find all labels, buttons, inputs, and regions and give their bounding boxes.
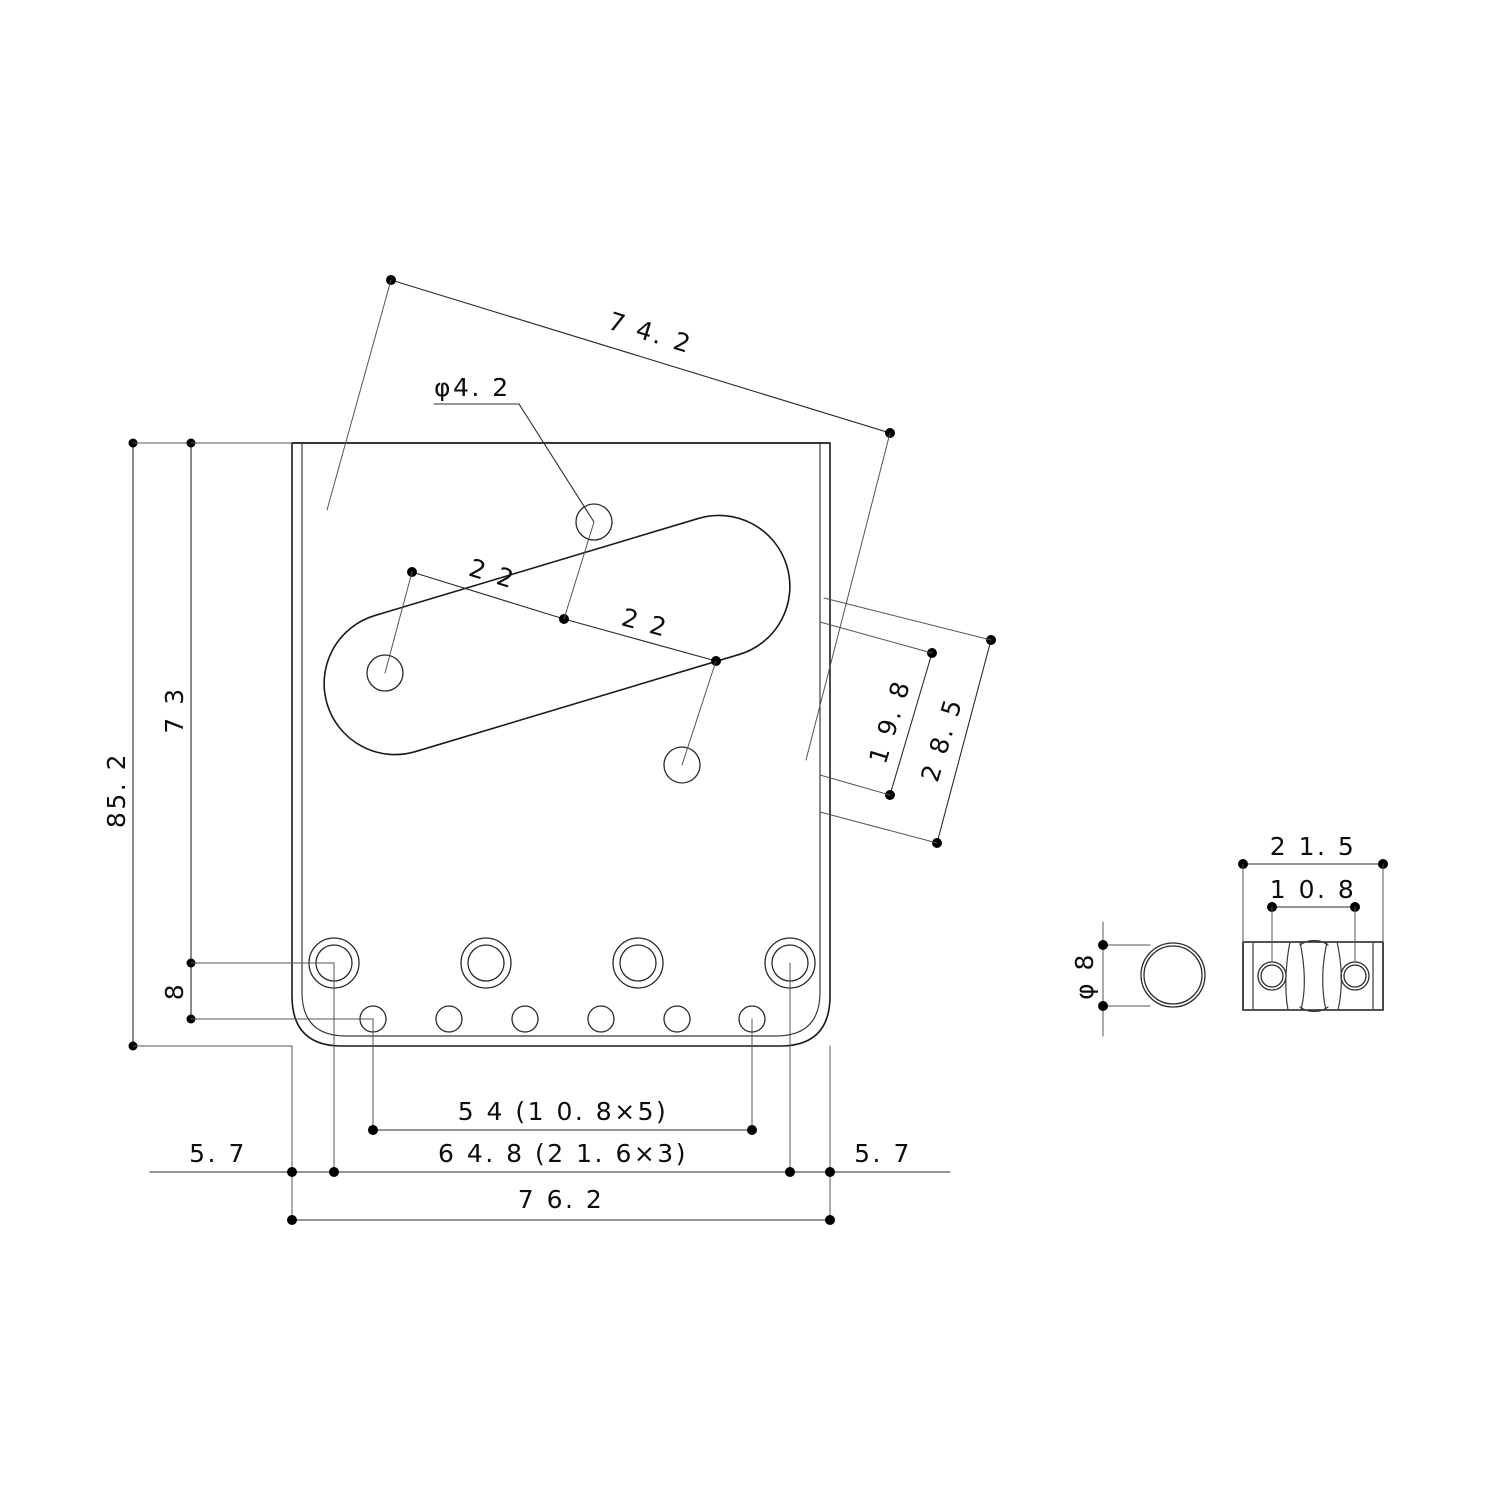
dim-85-2-label: 85. 2 xyxy=(102,752,131,828)
dimension-saddle-spacing: 6 4. 8 (2 1. 6×3) 5. 7 5. 7 xyxy=(149,1139,951,1177)
dim-76-2-label: 7 6. 2 xyxy=(518,1185,605,1214)
dim-5-7-left-label: 5. 7 xyxy=(189,1139,247,1168)
pickup-hole-lower-right xyxy=(663,746,701,784)
pickup-hole-upper-icon xyxy=(575,503,613,541)
large-hole-3-outer xyxy=(612,937,664,989)
saddle-end-view: φ 8 xyxy=(1070,921,1206,1037)
saddle-groove-left-b xyxy=(1299,941,1305,1011)
dim-5-7-right-label: 5. 7 xyxy=(854,1139,912,1168)
dimension-inner-height: 7 3 xyxy=(160,438,293,1024)
dimension-angled-28-5: 2 8. 5 xyxy=(819,597,996,848)
saddle-groove-left-a xyxy=(1285,941,1291,1011)
saddle-mount-holes xyxy=(308,937,816,989)
large-hole-2-inner xyxy=(467,944,505,982)
dimension-hole-offset: 8 xyxy=(160,962,374,1020)
dimension-pickup-hole-dia: φ4. 2 xyxy=(433,373,595,523)
saddle-screw-hole-left-inner xyxy=(1260,964,1284,988)
saddle-bottom-scallop xyxy=(1299,1006,1329,1013)
dim-22-left-label: 2 2 xyxy=(466,553,520,595)
small-hole-2 xyxy=(435,1005,463,1033)
large-hole-2-outer xyxy=(460,937,512,989)
saddle-end-circle-outer xyxy=(1140,942,1206,1008)
dim-phi-8-label: φ 8 xyxy=(1070,952,1099,1000)
dimension-overall-width: 7 6. 2 xyxy=(287,1185,835,1225)
dim-19-8-label: 1 9. 8 xyxy=(863,676,916,767)
bottom-extension-lines xyxy=(291,962,831,1221)
dim-21-5-label: 2 1. 5 xyxy=(1270,832,1357,861)
saddle-groove-right-b xyxy=(1336,941,1342,1011)
dim-64-8-label: 6 4. 8 (2 1. 6×3) xyxy=(438,1139,688,1168)
small-hole-4 xyxy=(587,1005,615,1033)
dim-54-label: 5 4 (1 0. 8×5) xyxy=(458,1097,669,1126)
small-hole-5 xyxy=(663,1005,691,1033)
pickup-route-slot xyxy=(323,514,791,756)
saddle-screw-hole-right-inner xyxy=(1343,964,1367,988)
large-hole-3-inner xyxy=(619,944,657,982)
plate-inner-outline xyxy=(301,442,821,1037)
dimension-slot-spans: 2 2 2 2 xyxy=(384,521,721,766)
bridge-plate-body xyxy=(291,442,831,1047)
dimension-string-spacing: 5 4 (1 0. 8×5) xyxy=(368,1097,757,1135)
dim-22-right-label: 2 2 xyxy=(619,603,672,643)
saddle-body-outline xyxy=(1242,941,1384,1011)
dim-10-8-label: 1 0. 8 xyxy=(1270,875,1357,904)
dim-28-5-label: 2 8. 5 xyxy=(915,694,968,785)
dim-phi-4-2-label: φ4. 2 xyxy=(434,373,511,402)
saddle-groove-right-a xyxy=(1322,941,1328,1011)
dim-8-label: 8 xyxy=(160,982,189,1000)
saddle-end-circle-inner xyxy=(1143,945,1203,1005)
string-through-holes xyxy=(359,1005,766,1033)
small-hole-3 xyxy=(511,1005,539,1033)
dimension-overall-height: 85. 2 xyxy=(102,438,293,1051)
pickup-hole-lower-left xyxy=(366,654,404,692)
saddle-top-scallop xyxy=(1299,939,1329,946)
pickup-slot-outline xyxy=(323,514,791,756)
plate-outer-outline xyxy=(291,442,831,1047)
dim-73-label: 7 3 xyxy=(160,686,189,733)
dim-74-2-label: 7 4. 2 xyxy=(605,306,696,359)
saddle-front-view: 2 1. 5 1 0. 8 xyxy=(1238,832,1388,1013)
